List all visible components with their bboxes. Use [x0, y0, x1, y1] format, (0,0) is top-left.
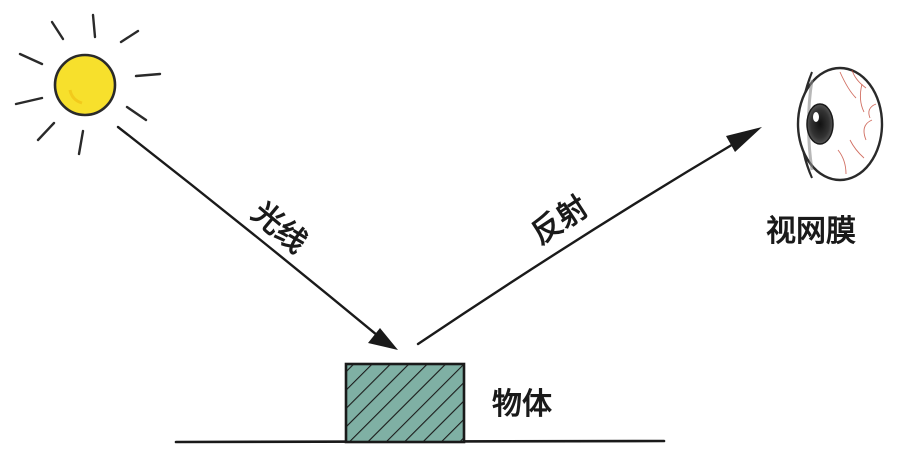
sun-disc	[53, 53, 117, 117]
incoming-arrowhead	[368, 328, 398, 350]
object-box	[344, 362, 466, 444]
iris	[806, 103, 834, 145]
eyeball	[796, 66, 884, 182]
pupil-highlight	[813, 112, 819, 122]
sun-rays	[14, 13, 162, 156]
reflected-arrowhead	[726, 127, 762, 152]
incoming-light-ray	[116, 125, 398, 350]
eye-icon	[796, 66, 884, 182]
retina-label: 视网膜	[766, 214, 856, 249]
incoming-ray-label: 光线	[245, 195, 313, 260]
eye-veins	[837, 69, 877, 175]
sun-icon	[14, 13, 162, 156]
object-label: 物体	[492, 387, 553, 422]
reflected-light-ray	[416, 127, 762, 346]
reflection-label: 反射	[525, 190, 594, 252]
